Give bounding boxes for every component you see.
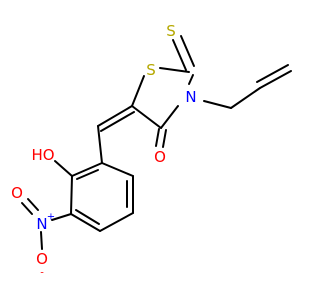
atom-s-thione: S (166, 22, 176, 40)
atom-s-ring: S (146, 61, 156, 79)
molecule-diagram: S S N O HO N + O O - (11, 22, 292, 279)
bond-ch-c1 (97, 125, 103, 164)
bond-c2-oh (54, 160, 73, 177)
bond-c2-s-thione-a (172, 39, 187, 71)
bond-nitro-o-single (40, 231, 43, 250)
bond-ch-ch2-b (256, 64, 289, 83)
bond-ch2-ch (230, 87, 261, 109)
bond-c3-c4 (70, 213, 101, 232)
atom-o-nitro-single-charge: - (40, 268, 44, 279)
bond-c1-c2 (71, 162, 103, 177)
bond-c2-s1 (159, 67, 190, 73)
atom-n-ring: N (185, 88, 196, 106)
bond-arom-inner-1 (76, 169, 99, 180)
bond-nitro-o-a (21, 202, 33, 215)
bond-s1-c5 (131, 75, 145, 107)
bond-c5-c4 (131, 105, 162, 129)
bond-c6-c1 (101, 162, 134, 177)
bond-arom-inner-2 (75, 209, 100, 225)
bond-c5-ch-b (100, 111, 135, 132)
bond-c2-c3 (70, 175, 73, 215)
bond-c4-c5 (99, 212, 134, 232)
atom-o-hydroxyl: HO (31, 146, 54, 164)
bond-nitro-o-b (27, 198, 39, 211)
bond-c2-s-thione-b (180, 35, 195, 67)
bond-n3-ch2 (203, 100, 232, 109)
bond-ch-ch2-a (259, 70, 292, 89)
bond-n3-c2 (188, 74, 194, 85)
bond-c4-o-b (162, 129, 167, 148)
bond-c3-nitro (51, 213, 72, 221)
atom-n-nitro: N (36, 215, 47, 233)
bond-c4-o-a (155, 128, 160, 147)
atom-n-nitro-charge: + (47, 212, 55, 223)
atom-o-nitro-double: O (11, 184, 23, 202)
atom-o-carbonyl: O (154, 148, 166, 166)
bond-c5-ch-a (97, 105, 133, 127)
atom-o-nitro-single: O (36, 250, 48, 268)
bond-c4-n3 (160, 105, 179, 129)
